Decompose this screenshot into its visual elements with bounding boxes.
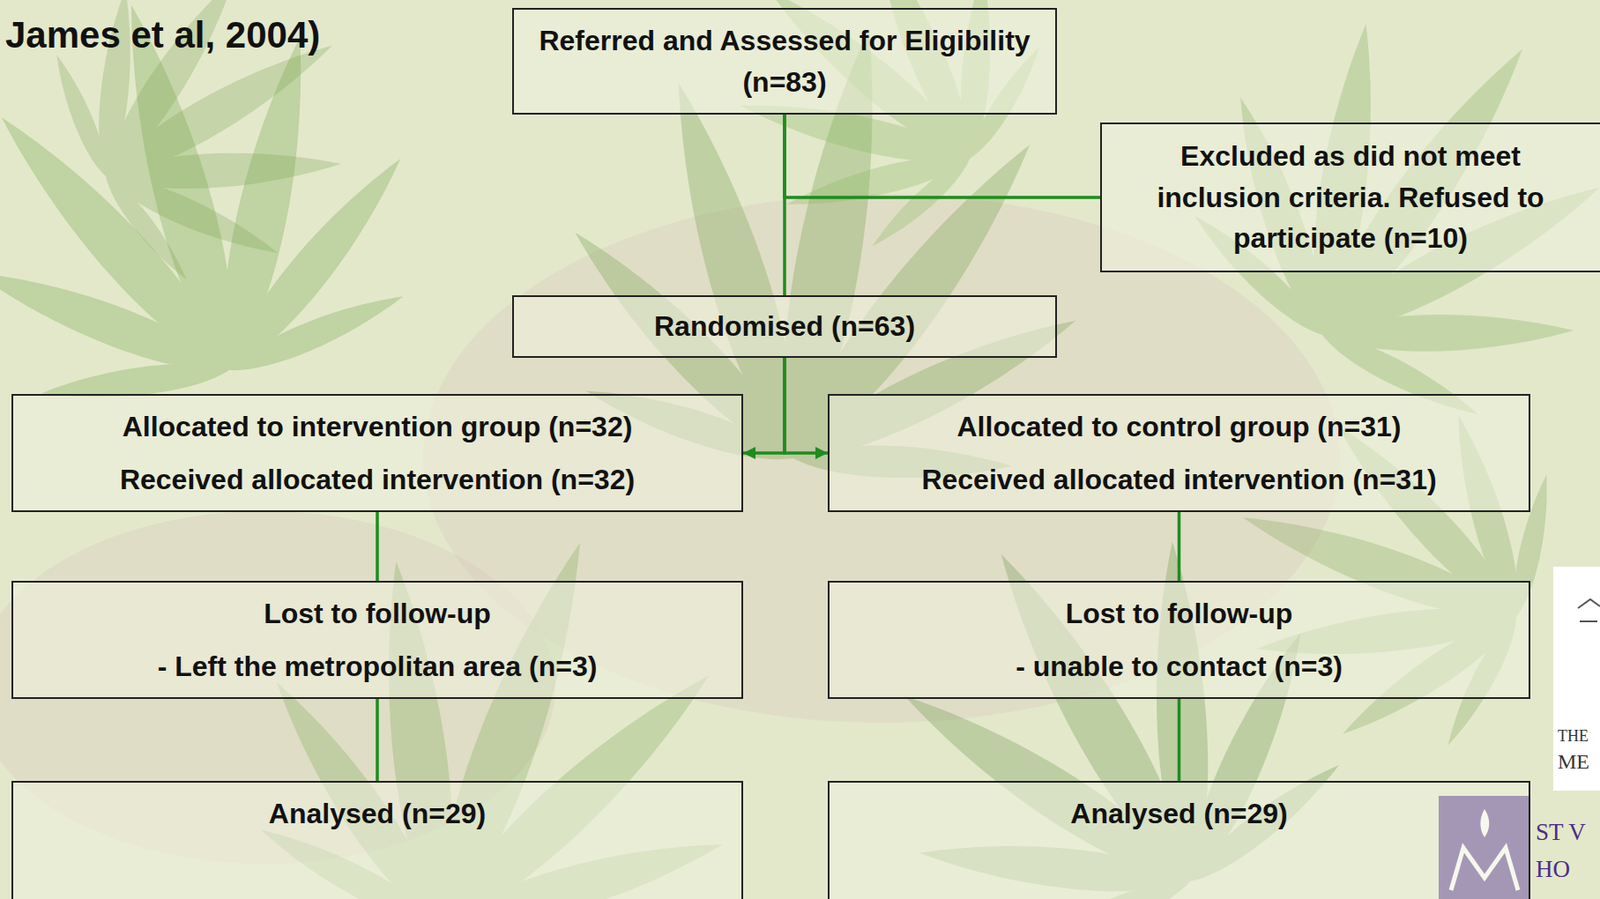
logo-text: HO [1535, 856, 1571, 884]
box-text: - unable to contact (n=3) [1015, 646, 1343, 687]
flow-connector [1177, 512, 1182, 581]
flow-connector [782, 114, 787, 296]
flow-connector [784, 357, 828, 454]
flow-box: Lost to follow-up - Left the metropolitan… [11, 580, 744, 700]
box-text: Randomised (n=63) [654, 305, 916, 347]
flow-box: Lost to follow-up - unable to contact (n=… [827, 580, 1531, 700]
flow-connector [375, 512, 380, 581]
logo-text: ST V [1535, 819, 1586, 847]
logo-text: ME [1557, 750, 1590, 774]
logo-text: THE [1557, 728, 1589, 746]
box-text: Allocated to control group (n=31) [956, 406, 1401, 447]
box-text: Analysed (n=29) [268, 793, 486, 834]
flow-box: Excluded as did not meet inclusion crite… [1100, 122, 1600, 273]
flow-connector [784, 114, 1101, 198]
box-text: Referred and Assessed for Eligibility (n… [528, 20, 1042, 103]
flow-box: Allocated to intervention group (n=32) Re… [11, 394, 744, 513]
box-text: Received allocated intervention (n=32) [119, 459, 635, 500]
flow-box: Analysed (n=29) [827, 781, 1531, 899]
box-text: Excluded as did not meet inclusion crite… [1123, 135, 1578, 259]
box-text: Allocated to intervention group (n=32) [122, 406, 633, 447]
flow-connector [743, 357, 785, 454]
box-text: Lost to follow-up [1065, 593, 1294, 634]
flow-box: Randomised (n=63) [512, 295, 1057, 358]
box-text: - Left the metropolitan area (n=3) [157, 646, 598, 687]
box-text: Received allocated intervention (n=31) [921, 459, 1437, 500]
university-logo [1553, 566, 1600, 791]
box-text: Analysed (n=29) [1070, 793, 1288, 834]
box-text: Lost to follow-up [263, 593, 492, 634]
flow-box: Referred and Assessed for Eligibility (n… [512, 7, 1057, 115]
flow-box: Analysed (n=29) [11, 781, 744, 899]
flow-connector [1177, 699, 1182, 782]
citation-title: James et al, 2004) [5, 14, 320, 57]
flow-connector [375, 699, 380, 782]
flow-box: Allocated to control group (n=31) Receive… [827, 394, 1531, 513]
